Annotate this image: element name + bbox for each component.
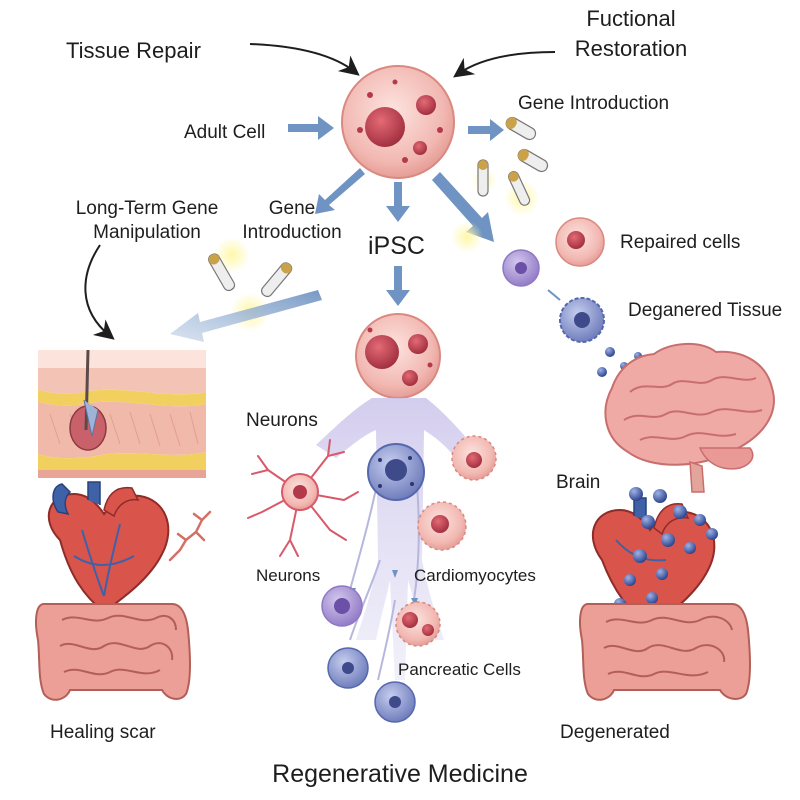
gene-introduction-mid-label-line2: Introduction — [242, 222, 342, 243]
brain-icon — [604, 342, 775, 493]
to-skin-arrow — [170, 290, 322, 342]
long-term-gene-label-line1: Long-Term Gene — [75, 198, 219, 219]
long-term-arrow — [84, 244, 115, 340]
degenerated-label: Degenerated — [560, 722, 670, 743]
functional-restoration-arrow — [453, 51, 556, 78]
differentiation-flow — [316, 398, 478, 680]
pancreatic-cell-icon — [395, 601, 441, 647]
flow-arrowhead — [411, 598, 418, 606]
intestine-right-icon — [579, 603, 751, 701]
adult-cell-label: Adult Cell — [184, 122, 266, 143]
adult-cell-input-arrow — [288, 116, 334, 140]
blue-stem-cell-icon — [367, 443, 425, 501]
blue-cell-lower-icon — [327, 647, 416, 723]
flow-arrowhead — [392, 570, 398, 578]
right-down-arrow — [432, 172, 494, 242]
gene-introduction-mid-label-line1: Gene — [268, 198, 316, 219]
heart-left-icon — [47, 481, 170, 614]
ipsc-cell-icon — [355, 313, 441, 399]
brain-label: Brain — [556, 472, 601, 493]
repaired-cell-icon — [555, 217, 605, 267]
flow-line — [377, 599, 396, 681]
ipsc-to-cell-arrow — [386, 266, 410, 306]
neurons-lower-label: Neurons — [256, 566, 321, 585]
ipsc-label: iPSC — [368, 232, 425, 260]
tissue-repair-arrow — [249, 43, 360, 76]
scar-mark-icon — [168, 510, 212, 562]
adult-cell-icon — [341, 65, 455, 179]
intestine-left-icon — [35, 603, 191, 701]
purple-cell-icon — [321, 585, 363, 627]
diagram-title: Regenerative Medicine — [272, 760, 528, 788]
gene-vector-icon — [451, 116, 549, 253]
gene-introduction-right-label: Gene Introduction — [518, 93, 670, 114]
cardiomyocytes-label: Cardiomyocytes — [414, 566, 536, 585]
functional-restoration-label-line2: Restoration — [574, 36, 688, 61]
ipsc-down-arrow — [386, 182, 410, 222]
heart-right-icon — [592, 487, 718, 630]
tissue-repair-label: Tissue Repair — [66, 38, 201, 63]
neurons-upper-label: Neurons — [246, 410, 318, 431]
immune-cell-icon — [502, 249, 540, 287]
left-down-arrow — [315, 168, 365, 214]
pancreatic-cells-label: Pancreatic Cells — [398, 660, 521, 679]
cardiomyocyte-cell-icon — [417, 435, 497, 551]
neuron-cell-icon — [247, 439, 359, 557]
long-term-gene-label-line2: Manipulation — [93, 222, 201, 243]
gene-introduction-arrow — [468, 119, 504, 141]
repaired-cells-label: Repaired cells — [620, 232, 741, 253]
functional-restoration-label-line1: Fuctional — [586, 6, 676, 31]
flow-line — [349, 559, 381, 641]
healing-scar-label: Healing scar — [50, 722, 156, 743]
skin-tissue-icon — [38, 349, 206, 478]
degenerated-tissue-label: Deganered Tissue — [628, 300, 783, 321]
